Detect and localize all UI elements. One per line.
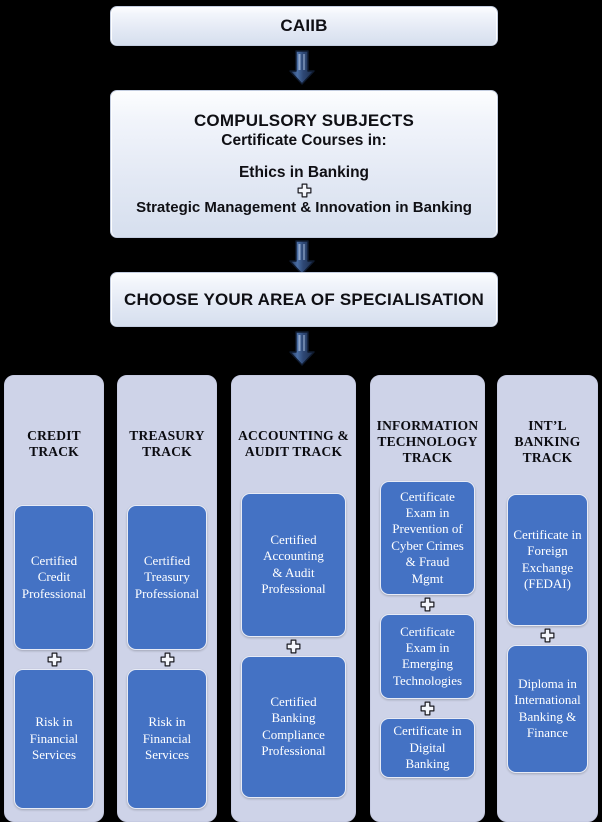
track-card-line: Emerging	[401, 656, 453, 672]
track-card-line: Financial	[29, 730, 79, 746]
track-card-line: (FEDAI)	[524, 576, 571, 592]
plus-icon	[297, 183, 312, 198]
caiib-label: CAIIB	[280, 16, 328, 35]
track-title-line: BANKING	[514, 433, 581, 449]
choose-specialisation-box: CHOOSE YOUR AREA OF SPECIALISATION	[110, 272, 498, 327]
choose-specialisation-label: CHOOSE YOUR AREA OF SPECIALISATION	[123, 289, 485, 309]
track-title: ACCOUNTING &AUDIT TRACK	[234, 428, 353, 460]
track-title-line: TRACK	[402, 449, 453, 465]
track-card-line: Digital	[409, 739, 446, 755]
plus-icon	[420, 699, 435, 718]
track-card-line: Services	[144, 747, 190, 763]
track-card-line: Exchange	[521, 559, 574, 575]
track-card-line: Certificate	[400, 488, 455, 504]
plus-icon	[47, 650, 62, 669]
track-title-line: TREASURY	[129, 428, 205, 443]
track-title-line: CREDIT	[27, 428, 81, 443]
track-card-line: Certified	[30, 552, 78, 568]
track-card-line: Certificate in	[513, 527, 582, 543]
track-card-line: Financial	[142, 730, 192, 746]
compulsory-course-1: Ethics in Banking	[238, 163, 370, 181]
track-card-line: & Audit	[272, 564, 315, 580]
track-card-line: Certified	[270, 532, 317, 548]
track-card-line: Professional	[134, 585, 200, 601]
plus-icon	[540, 626, 555, 645]
compulsory-title: COMPULSORY SUBJECTS	[193, 111, 415, 131]
plus-icon	[160, 650, 175, 669]
track-card-line: Compliance	[262, 726, 325, 742]
track-title-line: TRACK	[142, 443, 192, 459]
compulsory-subjects-box: COMPULSORY SUBJECTS Certificate Courses …	[110, 90, 498, 238]
track-card-line: Finance	[526, 725, 569, 741]
track-card-line: Diploma in	[518, 676, 577, 692]
track-card-line: & Fraud	[405, 554, 450, 570]
arrow-down-icon	[288, 50, 316, 86]
arrow-down-icon	[288, 240, 316, 276]
plus-icon	[420, 595, 435, 614]
track-card-line: Accounting	[263, 548, 324, 564]
track-card-line: Foreign	[527, 543, 568, 559]
plus-icon	[286, 637, 301, 656]
arrow-down-icon	[288, 331, 316, 367]
track-card-line: Risk in	[148, 714, 186, 730]
track-card-line: Professional	[261, 581, 326, 597]
track-title-line: INT’L	[528, 418, 567, 433]
track-card-line: International	[514, 692, 581, 708]
track-title-line: INFORMATION	[376, 418, 479, 433]
track-card-line: Certificate	[400, 623, 455, 639]
track-card-line: Banking	[405, 755, 450, 771]
track-card-line: Certified	[143, 552, 191, 568]
track-title-line: TECHNOLOGY	[377, 433, 478, 449]
track-card-line: Banking &	[518, 708, 577, 724]
track-card-line: Prevention of	[392, 521, 463, 537]
track-card-line: Exam in	[405, 505, 450, 521]
track-card-line: Banking	[271, 710, 316, 726]
compulsory-subtitle: Certificate Courses in:	[221, 132, 387, 150]
track-card-line: Cyber Crimes	[391, 537, 464, 553]
track-title-line: AUDIT TRACK	[244, 443, 343, 459]
track-card-line: Certificate in	[393, 723, 462, 739]
track-card-line: Professional	[261, 743, 326, 759]
track-title-line: TRACK	[522, 449, 573, 465]
track-card-line: Certified	[270, 694, 317, 710]
compulsory-course-2: Strategic Management & Innovation in Ban…	[136, 198, 472, 216]
track-card-line: Exam in	[405, 639, 450, 655]
track-card-line: Credit	[37, 569, 71, 585]
track-card-line: Treasury	[144, 569, 190, 585]
track-card-line: Mgmt	[411, 570, 444, 586]
track-title-line: TRACK	[29, 443, 79, 459]
track-card-line: Professional	[21, 585, 87, 601]
track-card-line: Services	[31, 747, 77, 763]
track-title-line: ACCOUNTING &	[238, 428, 349, 443]
track-card-line: Technologies	[392, 672, 463, 688]
track-card-line: Risk in	[35, 714, 73, 730]
caiib-root-box: CAIIB	[110, 6, 498, 46]
